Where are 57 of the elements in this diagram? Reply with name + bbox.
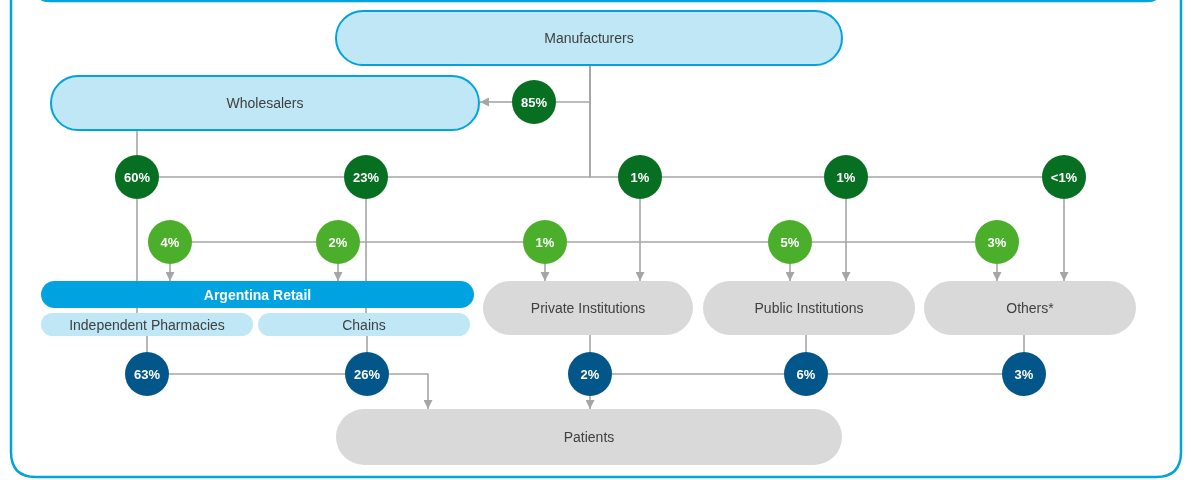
arrow xyxy=(540,263,550,282)
percentage-circle: 1% xyxy=(618,155,662,199)
percentage-circle: 6% xyxy=(784,352,828,396)
percentage-circle: 3% xyxy=(975,220,1019,264)
percentage-circle: 23% xyxy=(344,155,388,199)
connector-line xyxy=(136,130,138,156)
arrow xyxy=(1059,198,1069,282)
connector-line xyxy=(146,335,148,353)
arrow xyxy=(992,263,1002,282)
arrow xyxy=(388,373,433,410)
channel-header: Argentina Retail xyxy=(41,281,474,308)
arrow xyxy=(333,263,343,282)
arrow xyxy=(585,395,595,410)
connector-line xyxy=(366,335,368,353)
percentage-circle: 1% xyxy=(824,155,868,199)
channel-box: Others* xyxy=(924,281,1136,335)
arrow xyxy=(635,198,645,282)
connector-line xyxy=(811,241,976,243)
connector-line xyxy=(611,373,785,375)
connector-line xyxy=(168,373,346,375)
connector-line xyxy=(158,176,345,178)
connector-line xyxy=(589,334,591,353)
connector-line xyxy=(136,307,138,314)
connector-line xyxy=(136,198,138,282)
connector-line xyxy=(867,176,1043,178)
percentage-circle: 4% xyxy=(148,220,192,264)
percentage-circle: 85% xyxy=(512,80,556,124)
percentage-circle: <1% xyxy=(1042,155,1086,199)
percentage-circle: 2% xyxy=(316,220,360,264)
percentage-circle: 3% xyxy=(1002,352,1046,396)
channel-box: Private Institutions xyxy=(483,281,693,335)
connector-line xyxy=(805,334,807,353)
channel-box: Chains xyxy=(258,313,470,336)
percentage-circle: 1% xyxy=(523,220,567,264)
percentage-circle: 5% xyxy=(768,220,812,264)
percentage-circle: 2% xyxy=(568,352,612,396)
arrow xyxy=(165,263,175,282)
connector-line xyxy=(1023,334,1025,353)
arrow xyxy=(841,198,851,282)
stage-box: Manufacturers xyxy=(335,10,843,66)
connector-line xyxy=(661,176,825,178)
connector-line xyxy=(365,198,367,282)
arrow xyxy=(785,263,795,282)
connector-line xyxy=(589,65,619,178)
channel-box: Public Institutions xyxy=(703,281,915,335)
percentage-circle: 60% xyxy=(115,155,159,199)
connector-line xyxy=(191,241,317,243)
stage-box: Patients xyxy=(336,409,842,465)
percentage-circle: 26% xyxy=(345,352,389,396)
connector-line xyxy=(827,373,1003,375)
connector-line xyxy=(365,307,367,314)
connector-line xyxy=(566,241,769,243)
channel-box: Independent Pharmacies xyxy=(41,313,253,336)
stage-box: Wholesalers xyxy=(50,75,480,131)
arrow xyxy=(479,97,513,107)
percentage-circle: 63% xyxy=(125,352,169,396)
connector-line xyxy=(359,241,524,243)
